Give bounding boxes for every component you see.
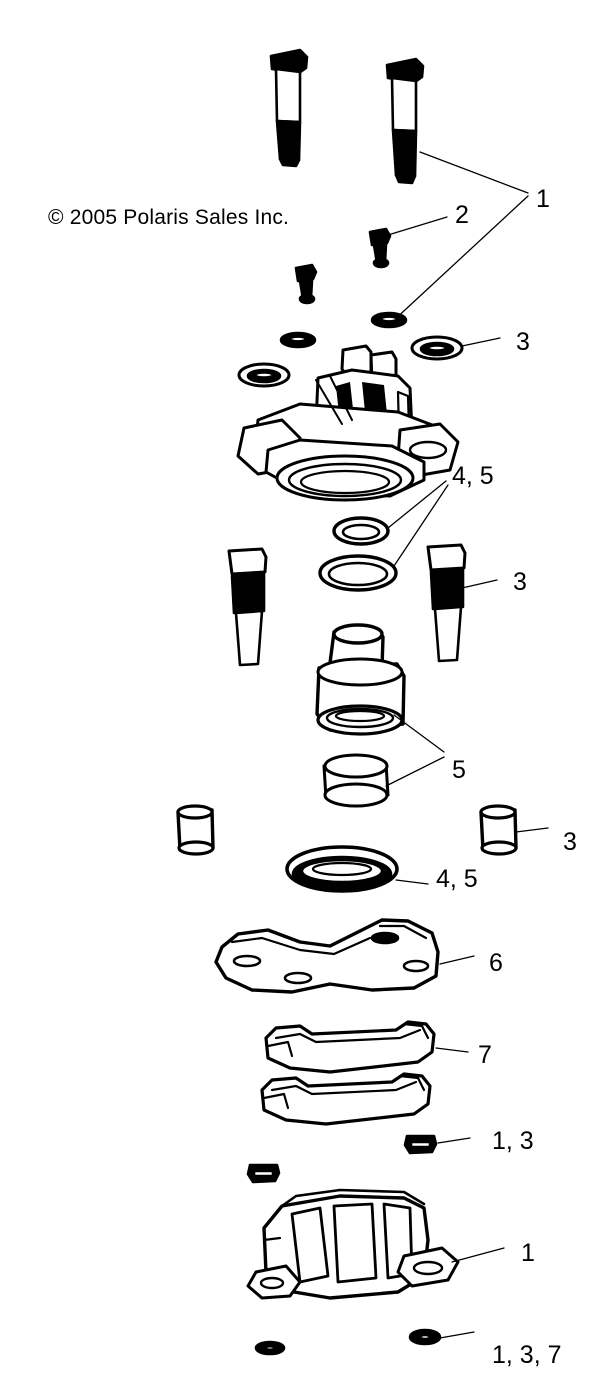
part-long-bolt-left [269, 48, 309, 168]
callout-1-b: 1 [521, 1239, 535, 1267]
part-mounting-bracket [214, 918, 440, 994]
part-long-bolt-right [385, 57, 425, 185]
callout-6: 6 [489, 949, 503, 977]
callout-1-3: 1, 3 [492, 1127, 534, 1155]
callout-2: 2 [455, 201, 469, 229]
leader-line-3b [461, 579, 498, 589]
leader-line-45c [395, 879, 429, 885]
callout-4-5-a: 4, 5 [452, 462, 494, 490]
part-crush-washer-upper-right [370, 311, 408, 329]
leader-line-7 [435, 1047, 469, 1053]
leader-line-2 [387, 216, 448, 236]
part-bushing-left [176, 804, 215, 856]
leader-line-5a [393, 714, 445, 753]
part-washer-bottom-right [408, 1328, 442, 1346]
leader-line-13 [437, 1137, 471, 1144]
part-crush-washer-left [279, 331, 317, 349]
callout-3-a: 3 [516, 328, 530, 356]
callout-3-c: 3 [563, 828, 577, 856]
leader-line-1a [419, 151, 529, 194]
leader-line-5b [385, 756, 445, 787]
part-socket-bolt-right [426, 543, 467, 663]
part-washer-bottom-left [254, 1340, 286, 1356]
part-seal-large-45 [318, 554, 398, 592]
leader-line-1b [391, 195, 529, 323]
callout-7: 7 [478, 1041, 492, 1069]
leader-line-3a [461, 337, 501, 347]
part-banjo-fitting-right [368, 227, 392, 269]
part-bushing-right [479, 804, 518, 856]
part-seal-ring-top-left [237, 362, 291, 388]
callout-3-b: 3 [513, 568, 527, 596]
part-piston-small [322, 753, 390, 808]
copyright-notice: © 2005 Polaris Sales Inc. [48, 206, 290, 229]
leader-line-6 [439, 955, 475, 965]
leader-line-137 [439, 1331, 475, 1339]
part-seal-ring-top-right [410, 335, 464, 361]
leader-line-3c [515, 827, 549, 833]
leader-line-1c [451, 1247, 505, 1263]
part-caliper-lower-body [246, 1188, 460, 1300]
part-nut-left [246, 1163, 281, 1184]
callout-5: 5 [452, 756, 466, 784]
part-brake-pad-upper [264, 1020, 436, 1074]
part-caliper-upper-half [236, 344, 460, 502]
part-brake-pad-lower [260, 1072, 432, 1126]
part-seal-small-45 [332, 516, 390, 546]
part-nut-right-upper [403, 1134, 438, 1155]
part-piston-stepped [315, 623, 406, 736]
leader-line-45a [387, 480, 447, 529]
callout-1-3-7: 1, 3, 7 [492, 1341, 562, 1369]
callout-4-5-b: 4, 5 [436, 865, 478, 893]
part-seal-large-bottom-45 [285, 845, 399, 893]
callout-1: 1 [536, 185, 550, 213]
part-socket-bolt-left [227, 547, 268, 667]
leader-line-45b [393, 484, 449, 567]
part-banjo-fitting-left [294, 263, 318, 305]
